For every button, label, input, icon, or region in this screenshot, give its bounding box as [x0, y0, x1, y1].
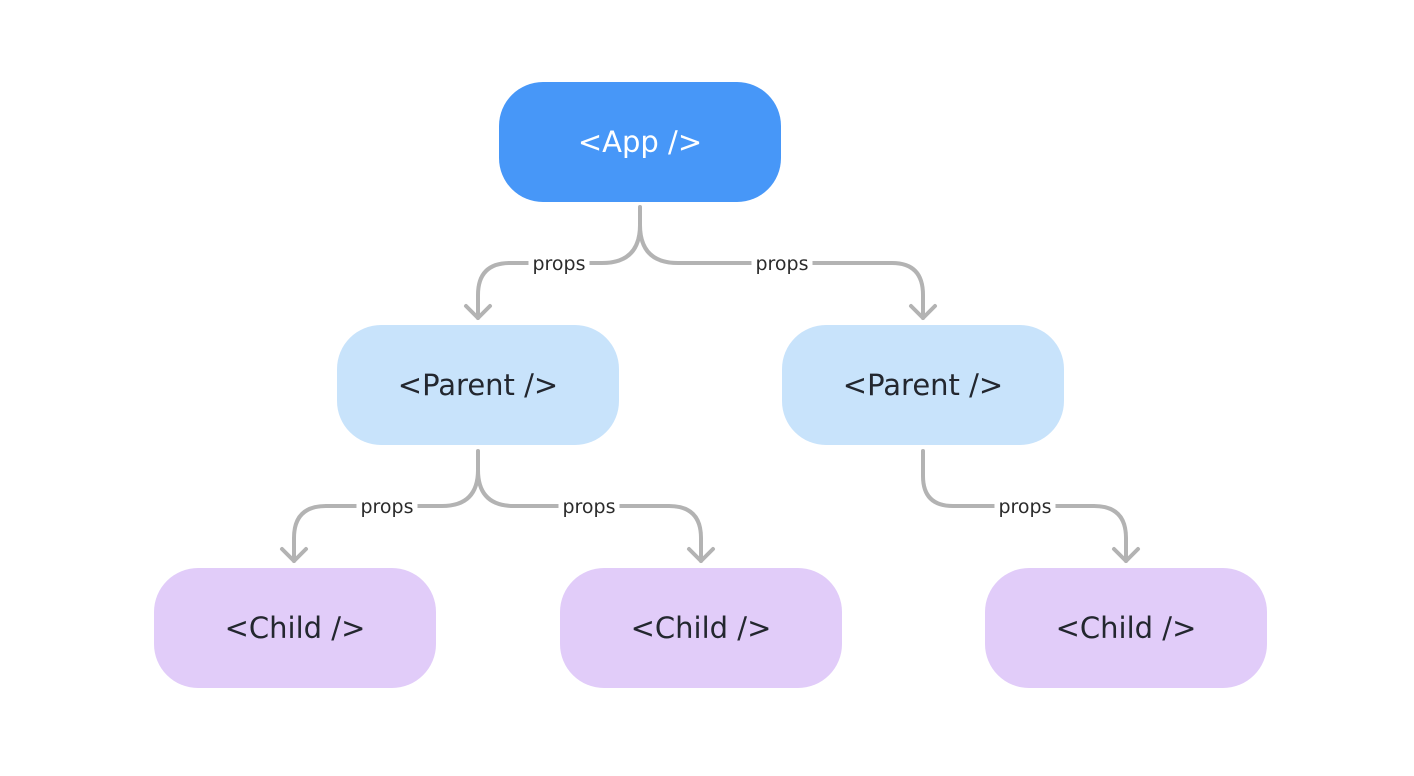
- edge-label-parent-right-child-3: props: [994, 495, 1056, 519]
- arrowhead-child-1: [280, 547, 308, 563]
- child-node-3-label: <Child />: [1055, 611, 1197, 645]
- parent-node-right-label: <Parent />: [842, 368, 1004, 402]
- edge-label-parent-left-child-2: props: [558, 495, 620, 519]
- arrowhead-child-3: [1112, 547, 1140, 563]
- app-node-label: <App />: [577, 125, 703, 159]
- arrowhead-parent-right: [909, 304, 937, 320]
- child-node-2-label: <Child />: [630, 611, 772, 645]
- connector-parent-left-child-1: [292, 449, 480, 563]
- arrowhead-parent-left: [464, 304, 492, 320]
- edge-label-app-parent-left: props: [528, 252, 590, 276]
- child-node-2: <Child />: [560, 568, 842, 688]
- parent-node-left-label: <Parent />: [397, 368, 559, 402]
- child-node-3: <Child />: [985, 568, 1267, 688]
- connector-app-parent-left: [476, 205, 642, 320]
- app-node: <App />: [499, 82, 781, 202]
- child-node-1-label: <Child />: [224, 611, 366, 645]
- edge-label-app-parent-right: props: [751, 252, 813, 276]
- arrowhead-child-2: [687, 547, 715, 563]
- parent-node-right: <Parent />: [782, 325, 1064, 445]
- edge-label-parent-left-child-1: props: [356, 495, 418, 519]
- child-node-1: <Child />: [154, 568, 436, 688]
- parent-node-left: <Parent />: [337, 325, 619, 445]
